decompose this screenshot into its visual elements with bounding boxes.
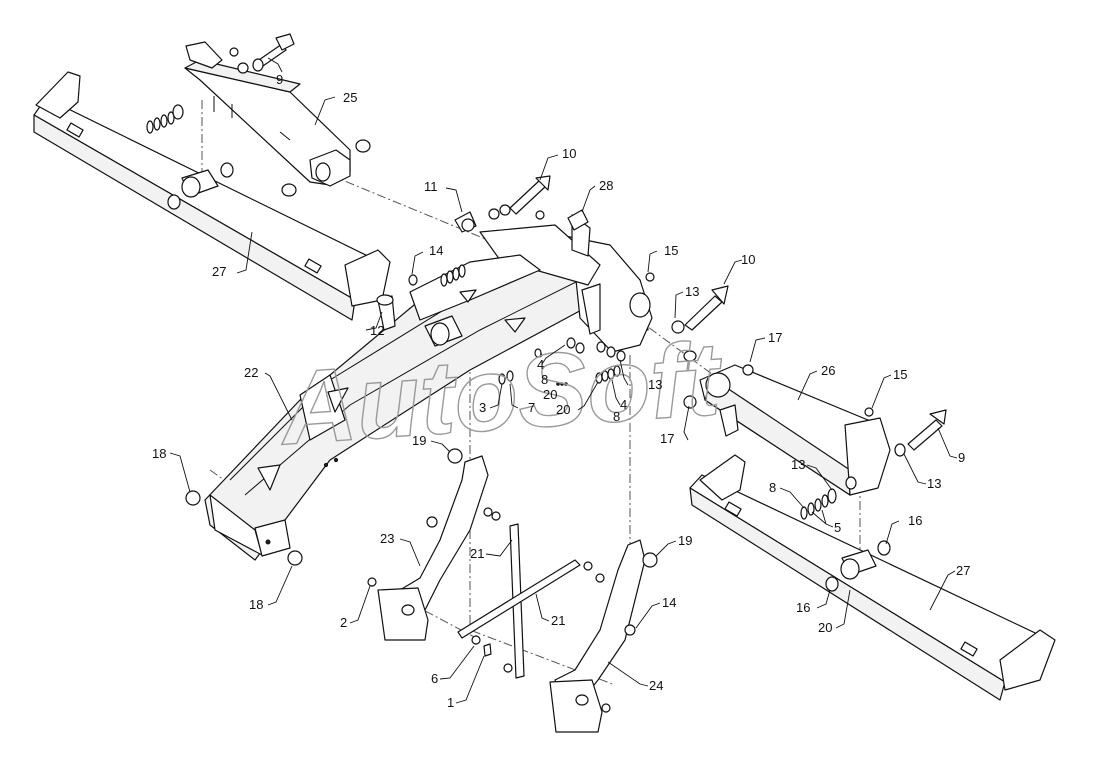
callout-9: 9 — [958, 450, 965, 465]
part-23-hanger-bracket — [367, 448, 501, 641]
callout-7: 7 — [528, 400, 535, 415]
part-10-pin-right — [671, 285, 729, 334]
callout-12: 12 — [370, 323, 384, 338]
callout-20: 20 — [556, 402, 570, 417]
callout-17: 17 — [768, 330, 782, 345]
part-21-braces — [457, 523, 605, 679]
spring-stack-right — [800, 488, 837, 520]
part-25-upper-arm — [184, 41, 371, 197]
callout-13: 13 — [685, 284, 699, 299]
part-28-plate — [567, 209, 589, 231]
callout-9: 9 — [276, 72, 283, 87]
washer-group-center — [498, 337, 626, 386]
part-24-hanger-bracket — [549, 539, 658, 733]
callout-15: 15 — [893, 367, 907, 382]
callout-16: 16 — [908, 513, 922, 528]
callout-13: 13 — [791, 457, 805, 472]
callout-15: 15 — [664, 243, 678, 258]
callout-14: 14 — [429, 243, 443, 258]
part-9-pin-upper — [252, 33, 295, 72]
callout-4: 4 — [537, 357, 544, 372]
callout-24: 24 — [649, 678, 663, 693]
part-14-washers-top — [408, 264, 655, 287]
callout-21: 21 — [470, 546, 484, 561]
callout-6: 6 — [431, 671, 438, 686]
callout-leaders — [169, 57, 958, 704]
callout-labels: 9 25 10 28 11 14 15 10 27 13 12 17 26 15… — [152, 72, 970, 710]
callout-17: 17 — [660, 431, 674, 446]
callout-27: 27 — [956, 563, 970, 578]
callout-28: 28 — [599, 178, 613, 193]
part-18-bushings — [185, 490, 303, 566]
callout-10: 10 — [562, 146, 576, 161]
callout-21: 21 — [551, 613, 565, 628]
callout-3: 3 — [479, 400, 486, 415]
callout-26: 26 — [821, 363, 835, 378]
callout-18: 18 — [249, 597, 263, 612]
callout-19: 19 — [412, 433, 426, 448]
callout-14: 14 — [662, 595, 676, 610]
callout-5: 5 — [834, 520, 841, 535]
callout-11: 11 — [424, 179, 438, 194]
callout-10: 10 — [741, 252, 755, 267]
part-27-right-beam — [689, 454, 1056, 701]
part-26-right-arm — [683, 350, 891, 496]
callout-20: 20 — [543, 387, 557, 402]
callout-18: 18 — [152, 446, 166, 461]
callout-27: 27 — [212, 264, 226, 279]
callout-13: 13 — [648, 377, 662, 392]
callout-8: 8 — [613, 409, 620, 424]
callout-22: 22 — [244, 365, 258, 380]
callout-4: 4 — [620, 397, 627, 412]
part-11-bushing — [454, 211, 477, 233]
callout-1: 1 — [447, 695, 454, 710]
callout-8: 8 — [769, 480, 776, 495]
callout-19: 19 — [678, 533, 692, 548]
part-12-bolt — [376, 294, 396, 331]
spring-stack-left — [146, 104, 184, 134]
callout-20: 20 — [818, 620, 832, 635]
callout-8: 8 — [541, 372, 548, 387]
callout-16: 16 — [796, 600, 810, 615]
callout-25: 25 — [343, 90, 357, 105]
part-10-pin-upper — [488, 175, 551, 220]
part-9-pin-right — [864, 407, 947, 457]
callout-13: 13 — [927, 476, 941, 491]
part-22-main-frame — [204, 214, 653, 561]
part-27-left-beam — [33, 71, 391, 321]
callout-23: 23 — [380, 531, 394, 546]
callout-2: 2 — [340, 615, 347, 630]
